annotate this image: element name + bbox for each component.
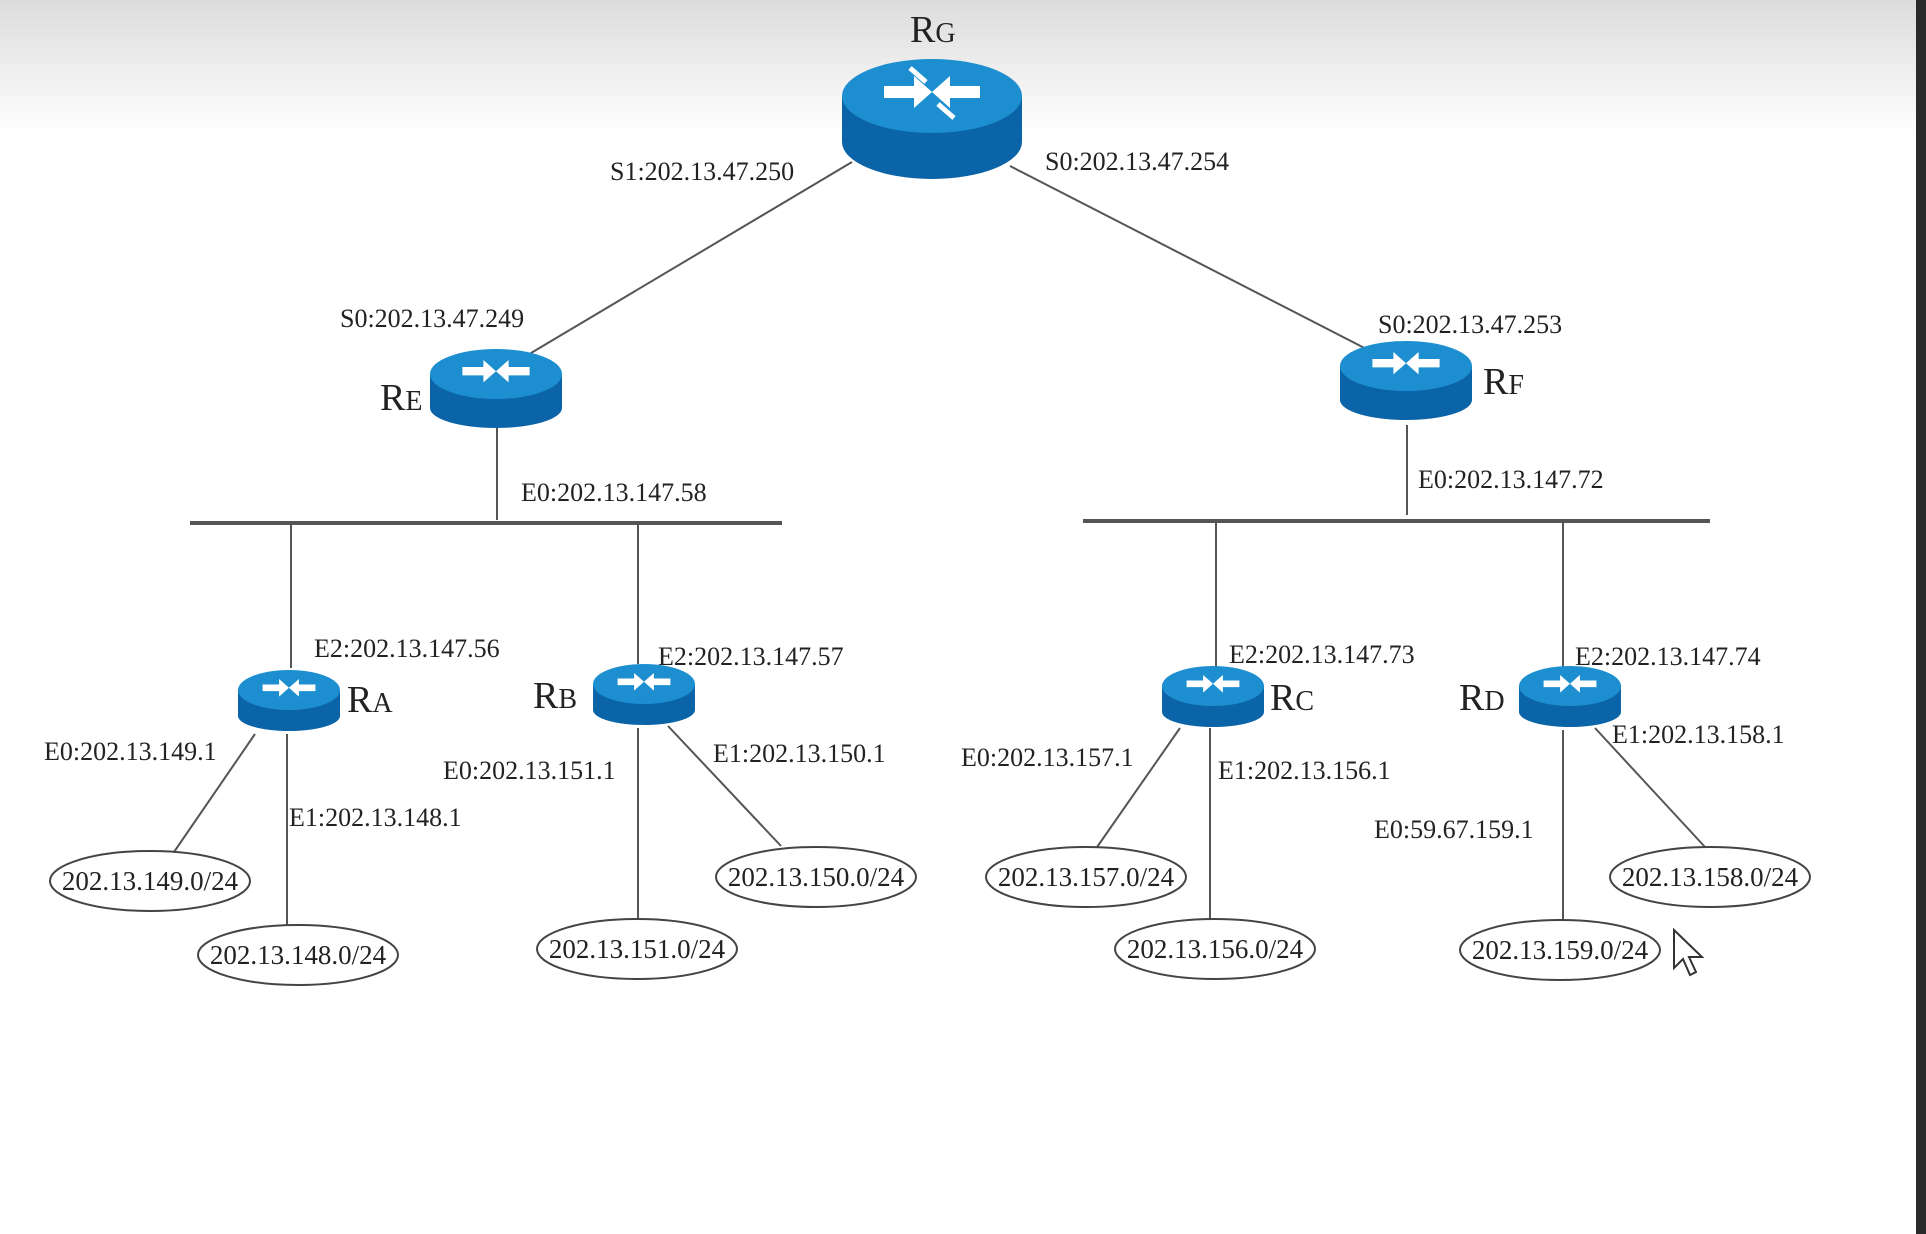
router-ra: RA (238, 670, 393, 731)
net-159-ellipse (1459, 919, 1661, 981)
net-151-label: 202.13.151.0/24 (549, 934, 726, 964)
router-icon (1162, 666, 1264, 727)
net-156-ellipse (1114, 918, 1316, 980)
lan-bus (190, 519, 1710, 525)
rd-e1-label: E1:202.13.158.1 (1612, 720, 1785, 749)
re-s0-label: S0:202.13.47.249 (340, 304, 524, 333)
net-148-ellipse (197, 924, 399, 986)
rb-e1-label: E1:202.13.150.1 (713, 739, 886, 768)
rc-e2-label: E2:202.13.147.73 (1229, 640, 1415, 669)
link-rg-re (525, 161, 853, 357)
rb-e2-label: E2:202.13.147.57 (658, 642, 844, 671)
net-159-label: 202.13.159.0/24 (1472, 935, 1649, 965)
rf-e0-label: E0:202.13.147.72 (1418, 465, 1604, 494)
interface-labels: S1:202.13.47.250 S0:202.13.47.254 S0:202… (44, 147, 1785, 844)
net-150-label: 202.13.150.0/24 (728, 862, 905, 892)
ra-e0-label: E0:202.13.149.1 (44, 737, 217, 766)
rf-s0-label: S0:202.13.47.253 (1378, 310, 1562, 339)
router-rc: RC (1162, 666, 1314, 727)
net-158-label: 202.13.158.0/24 (1622, 862, 1799, 892)
router-rf-label: RF (1483, 361, 1524, 403)
router-rg: RG (842, 9, 1022, 179)
net-157-ellipse (985, 846, 1187, 908)
network-labels: 202.13.149.0/24 202.13.148.0/24 202.13.1… (62, 862, 1799, 970)
router-rb-label: RB (533, 675, 577, 717)
router-rc-label: RC (1270, 677, 1314, 719)
net-149-label: 202.13.149.0/24 (62, 866, 239, 896)
router-rd-label: RD (1459, 677, 1505, 719)
rg-s0-label: S0:202.13.47.254 (1045, 147, 1229, 176)
router-rb: RB (533, 664, 695, 725)
router-rf: RF (1340, 341, 1524, 420)
re-e0-label: E0:202.13.147.58 (521, 478, 707, 507)
router-rd: RD (1459, 666, 1621, 727)
ra-e2-label: E2:202.13.147.56 (314, 634, 500, 663)
router-icon (1519, 666, 1621, 727)
rb-e0-label: E0:202.13.151.1 (443, 756, 616, 785)
rd-e0-label: E0:59.67.159.1 (1374, 815, 1534, 844)
link-rg-rf (1009, 165, 1381, 357)
drop-links (173, 521, 1706, 925)
rg-s1-label: S1:202.13.47.250 (610, 157, 794, 186)
rd-e2-label: E2:202.13.147.74 (1575, 642, 1761, 671)
router-re: RE (380, 349, 562, 428)
net-148-label: 202.13.148.0/24 (210, 940, 387, 970)
router-rg-label: RG (910, 9, 956, 51)
router-icon (842, 59, 1022, 179)
ra-e1-label: E1:202.13.148.1 (289, 803, 462, 832)
router-icon (1340, 341, 1472, 420)
net-158-ellipse (1609, 846, 1811, 908)
network-ellipses (49, 846, 1811, 986)
net-151-ellipse (536, 918, 738, 980)
router-icon (593, 664, 695, 725)
router-re-label: RE (380, 377, 422, 419)
net-157-label: 202.13.157.0/24 (998, 862, 1175, 892)
window-edge (1916, 0, 1926, 1234)
router-icon (238, 670, 340, 731)
rc-e0-label: E0:202.13.157.1 (961, 743, 1134, 772)
net-156-label: 202.13.156.0/24 (1127, 934, 1304, 964)
wan-links (496, 161, 1408, 520)
rc-e1-label: E1:202.13.156.1 (1218, 756, 1391, 785)
router-ra-label: RA (347, 679, 393, 721)
router-icon (430, 349, 562, 428)
net-149-ellipse (49, 850, 251, 912)
net-150-ellipse (715, 846, 917, 908)
mouse-pointer-icon (1673, 927, 1705, 977)
